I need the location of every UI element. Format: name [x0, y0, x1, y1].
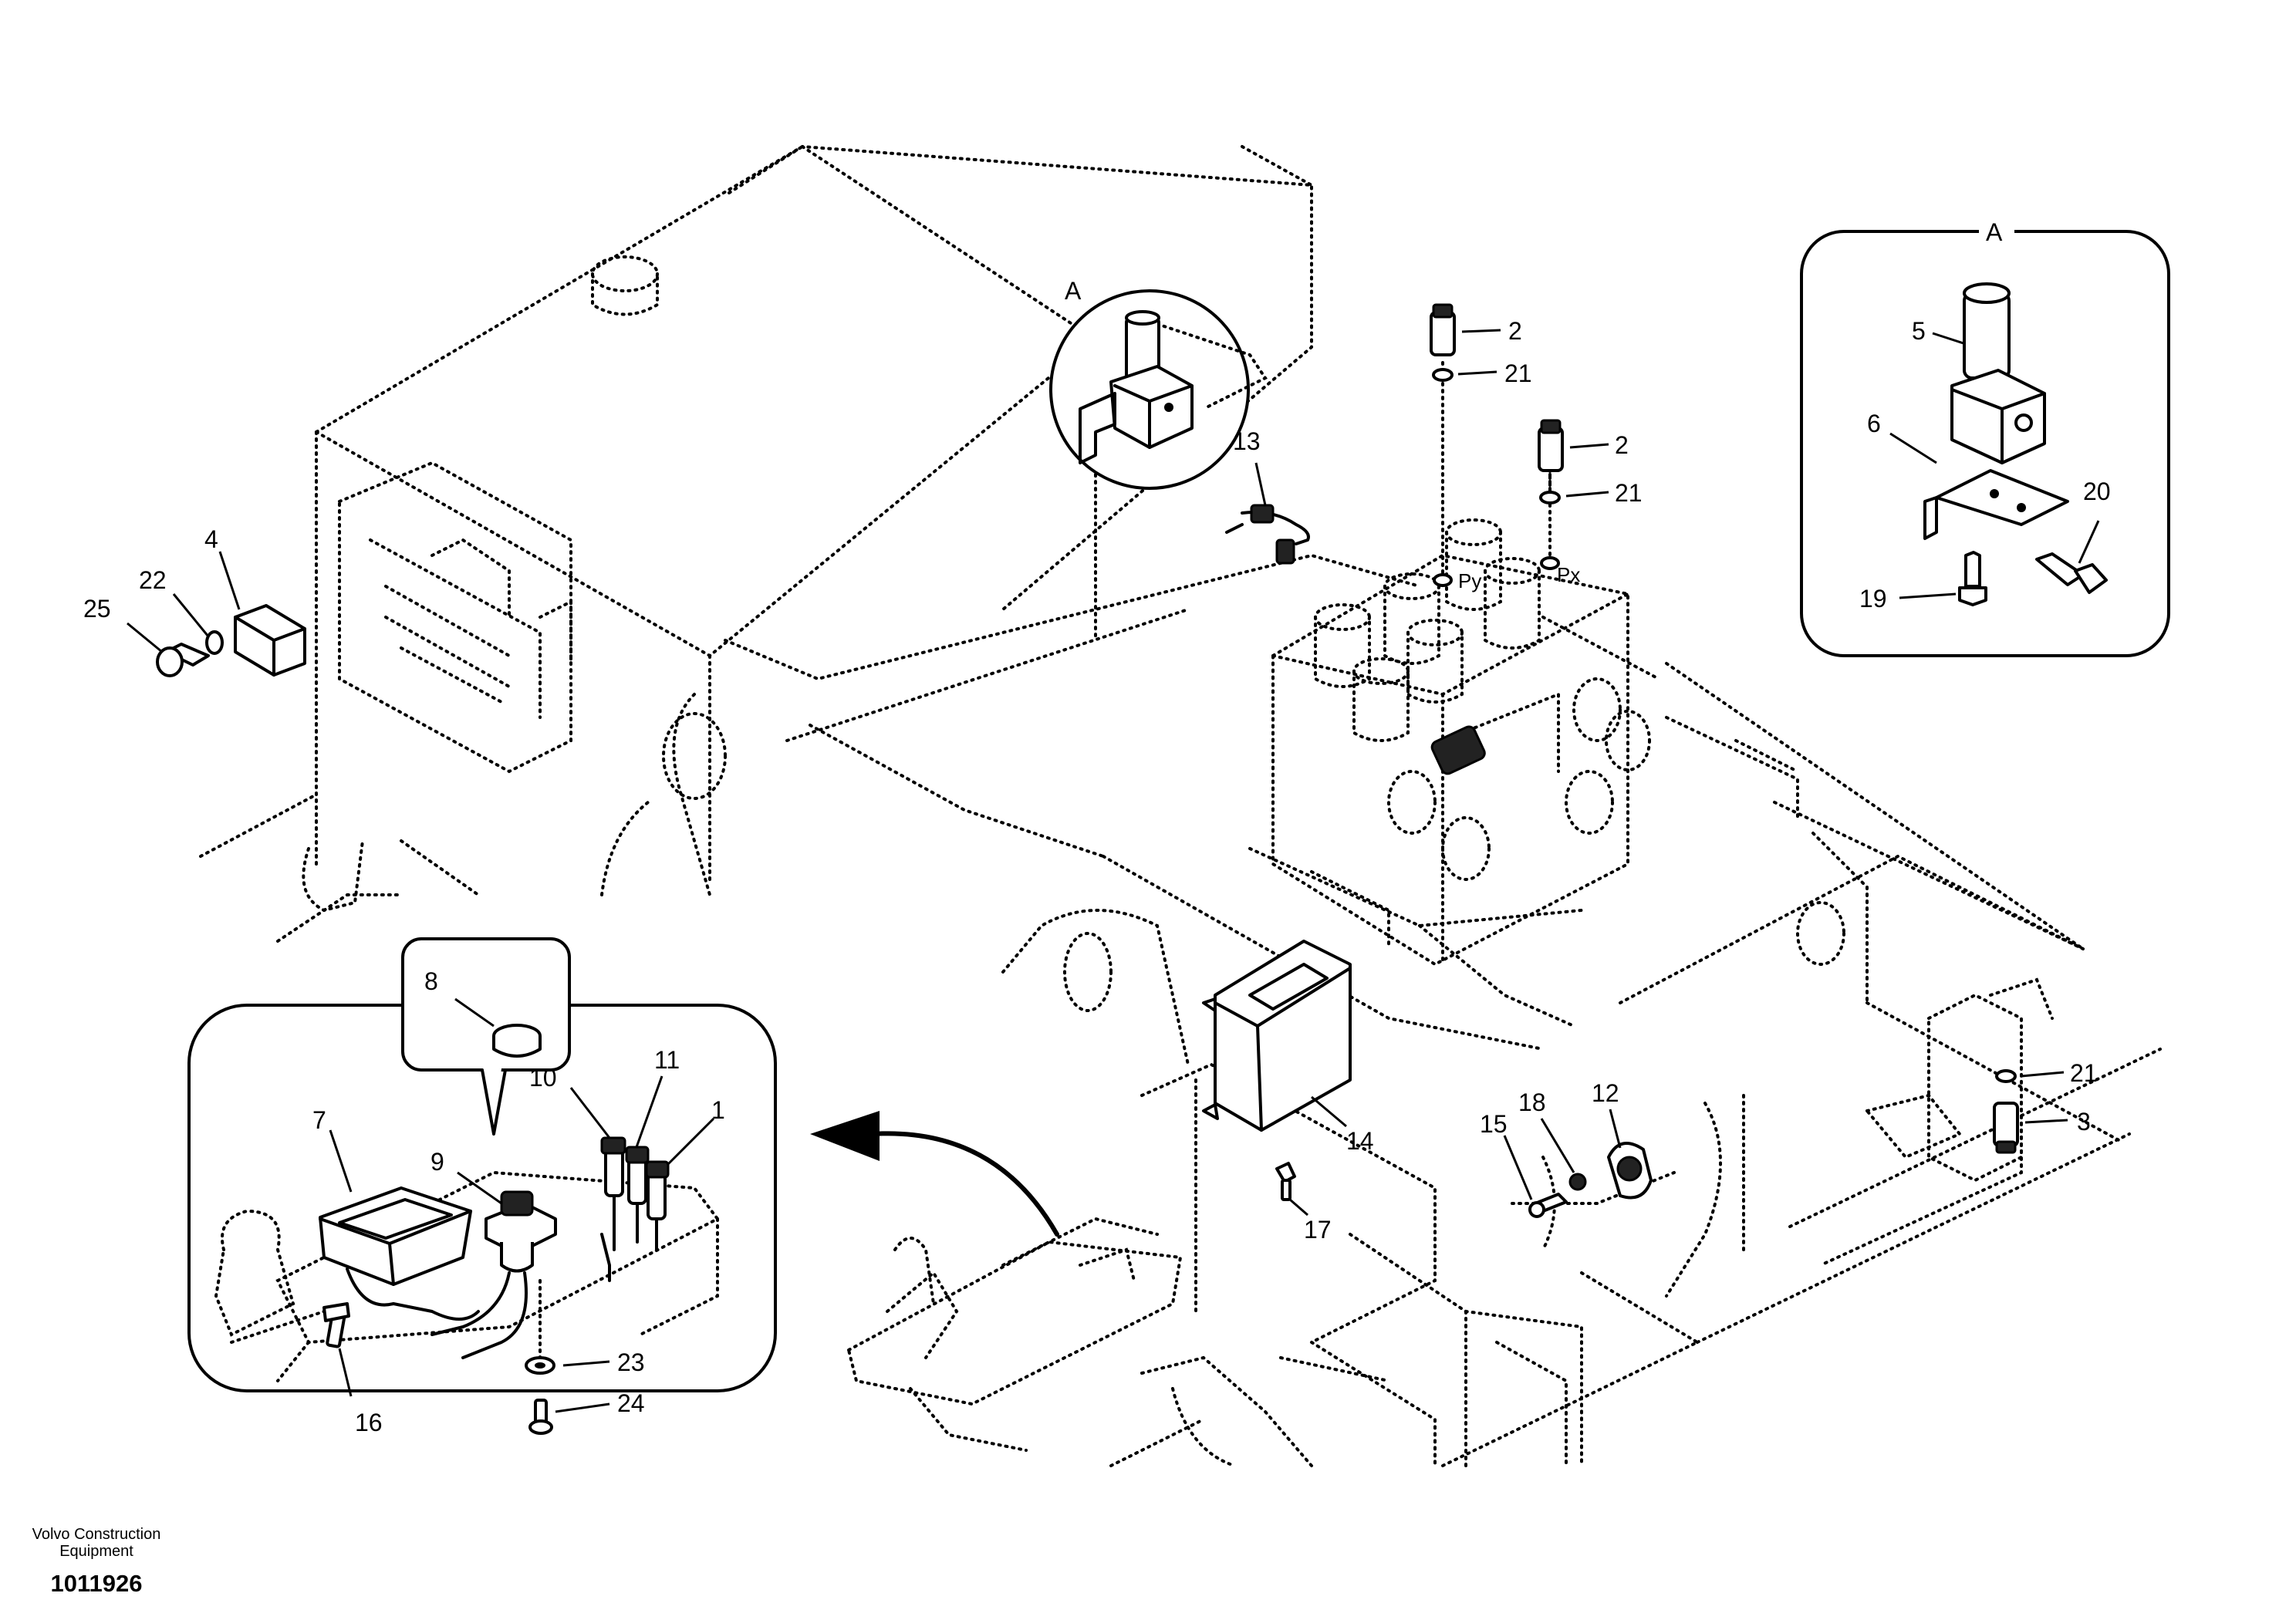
loose-parts: [156, 303, 2054, 1218]
control-valve-block: Py Px: [1271, 361, 1651, 967]
callout-21-lower: 21: [1615, 479, 1643, 507]
company-name-line2: Equipment: [59, 1543, 133, 1560]
callout-2-upper: 2: [1508, 317, 1522, 345]
detail-view-a-label: A: [1986, 218, 2003, 246]
callout-19: 19: [1859, 585, 1887, 613]
callout-13: 13: [1233, 427, 1261, 455]
sensor-2b-icon: [1538, 427, 1564, 472]
company-name-line1: Volvo Construction: [32, 1526, 161, 1543]
callout-16: 16: [355, 1409, 383, 1436]
callout-17: 17: [1304, 1216, 1332, 1244]
detail-a-bubble: A: [1049, 277, 1268, 490]
sensor-3-icon: [1993, 1102, 2019, 1147]
port-px-label: Px: [1557, 563, 1580, 586]
callout-11: 11: [654, 1046, 680, 1074]
detail-view-cab: [187, 937, 777, 1435]
fuse-box: [338, 461, 572, 774]
callout-20: 20: [2083, 478, 2111, 505]
port-px-oring: [1540, 556, 1560, 570]
machine-outline: [199, 144, 2162, 1467]
callout-12: 12: [1592, 1079, 1619, 1107]
callout-24: 24: [617, 1389, 645, 1417]
callout-15: 15: [1480, 1110, 1508, 1138]
callout-9: 9: [430, 1148, 444, 1176]
detail-view-a: A: [1800, 218, 2170, 657]
port-py-oring: [1433, 573, 1453, 587]
callout-4: 4: [204, 525, 218, 553]
port-py-label: Py: [1458, 569, 1481, 592]
callout-10: 10: [529, 1064, 557, 1092]
valve-solenoid-icon: [1430, 725, 1486, 775]
callout-6: 6: [1867, 410, 1881, 437]
detail-a-bubble-label: A: [1065, 277, 1082, 305]
callout-22: 22: [139, 566, 167, 594]
callout-25: 25: [83, 595, 111, 623]
callout-14: 14: [1346, 1127, 1374, 1155]
drawing-number: 1011926: [50, 1570, 143, 1597]
callout-1: 1: [711, 1096, 725, 1124]
callout-7: 7: [312, 1106, 326, 1134]
callout-8: 8: [424, 967, 438, 995]
callouts: 5 6 19 20 2 21 2 21 13 4 22 25 14 17 15: [83, 317, 2111, 1436]
callout-5: 5: [1912, 317, 1926, 345]
callout-3: 3: [2077, 1108, 2091, 1136]
callout-23: 23: [617, 1348, 645, 1376]
sensor-2a-icon: [1430, 311, 1456, 356]
callout-21-upper: 21: [1504, 359, 1532, 387]
detail-pointer-arrow: [810, 1111, 1059, 1237]
callout-2-lower: 2: [1615, 431, 1629, 459]
callout-21-right: 21: [2070, 1059, 2098, 1087]
callout-18: 18: [1518, 1088, 1546, 1116]
